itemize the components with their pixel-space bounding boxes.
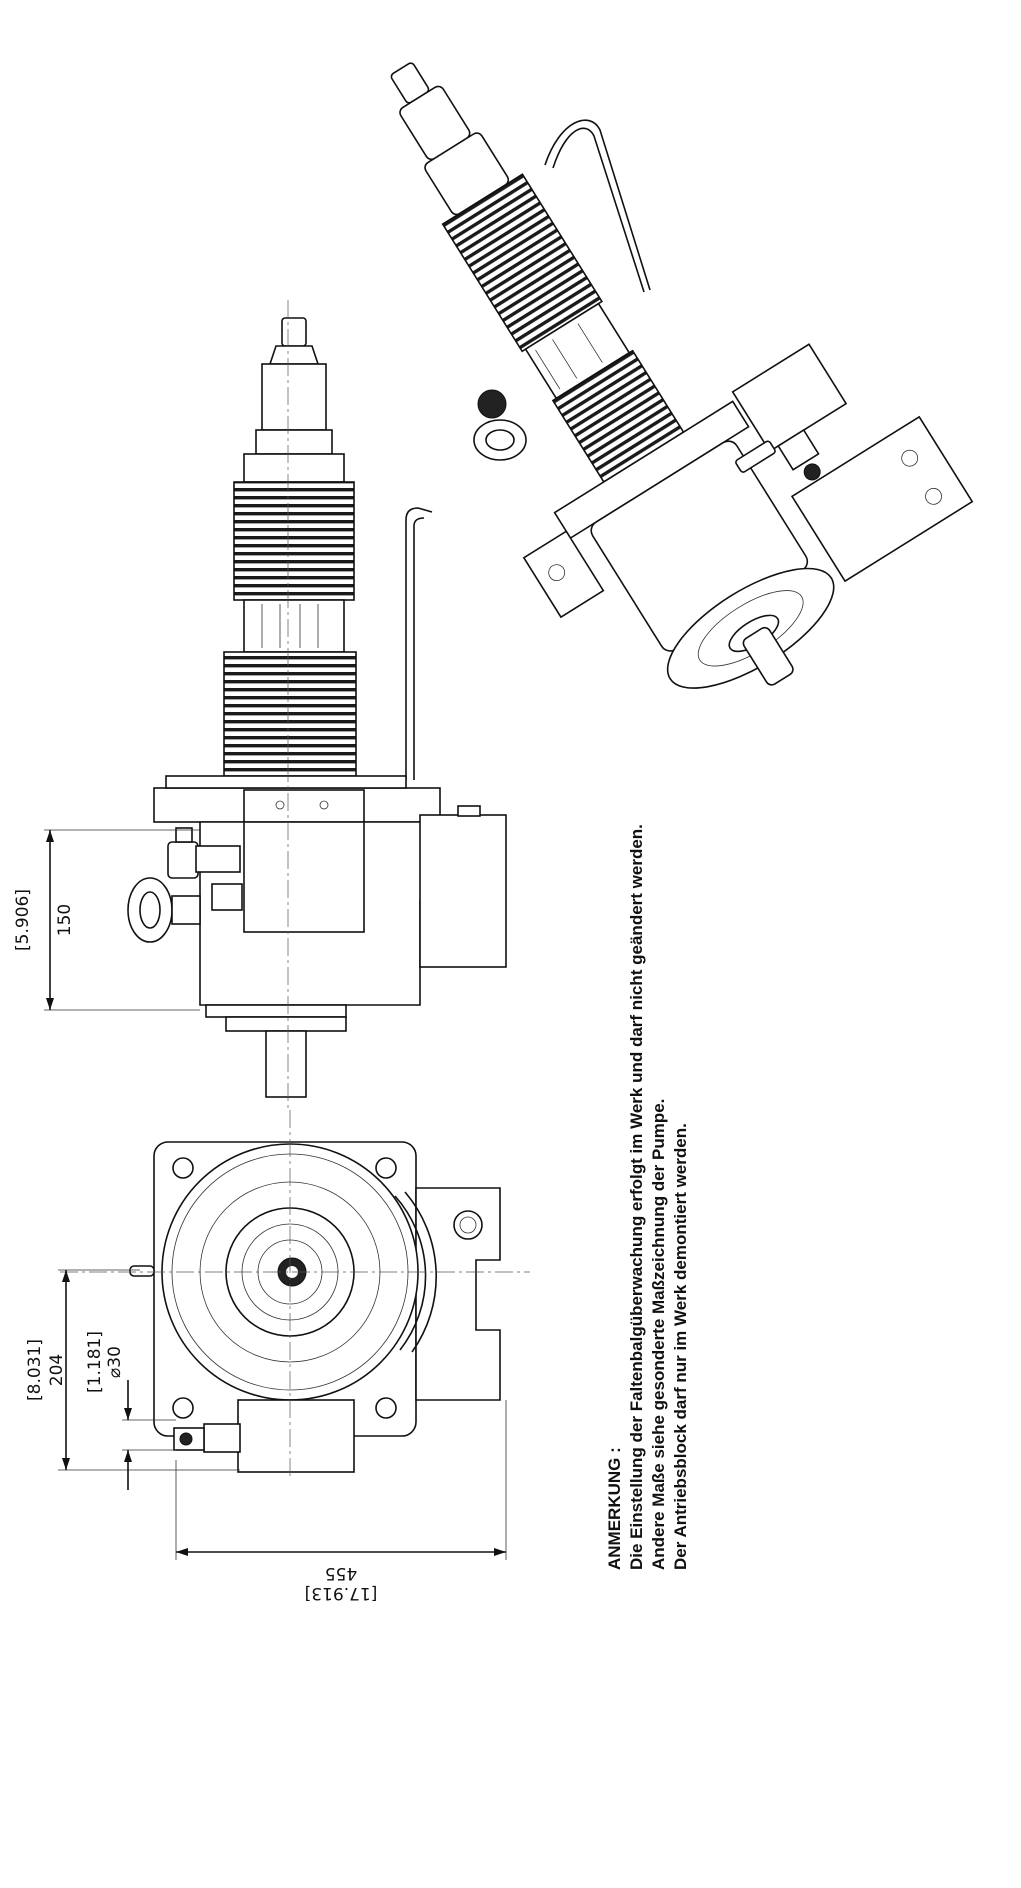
- side-bellows-upper: [233, 481, 355, 601]
- front-foot: [415, 1187, 501, 1401]
- dimension-bore-30-inch: [1.181]: [85, 1331, 105, 1393]
- side-shaft-tip: [281, 317, 307, 347]
- side-drive-shaft: [265, 1030, 307, 1098]
- side-foot-housing: [419, 814, 507, 968]
- side-bellows-lower: [223, 651, 357, 777]
- dimension-204-mm: 204: [47, 1354, 67, 1386]
- note-line-2: Andere Maße siehe gesonderte Maßzeichnun…: [649, 1099, 668, 1570]
- side-view: 150 [5.906]: [13, 300, 507, 1110]
- dimension-bore-30-mm: ⌀30: [105, 1346, 125, 1378]
- front-view: 204 [8.031] ⌀30 [1.181] 455 [17.913]: [25, 1110, 530, 1603]
- dimension-455-inch: [17.913]: [305, 1583, 378, 1603]
- side-coupling: [261, 363, 327, 431]
- dimension-150-mm: 150: [55, 904, 75, 936]
- note-heading: ANMERKUNG :: [605, 1447, 624, 1570]
- note-block: ANMERKUNG : Die Einstellung der Faltenba…: [605, 824, 690, 1570]
- dimension-204-inch: [8.031]: [25, 1339, 45, 1401]
- note-line-1: Die Einstellung der Faltenbalgüberwachun…: [627, 824, 646, 1570]
- iso-drive-shaft: [742, 626, 794, 686]
- note-line-3: Der Antriebsblock darf nur im Werk demon…: [671, 1123, 690, 1570]
- iso-sensor-box: [731, 343, 848, 453]
- dimension-150-inch: [5.906]: [13, 889, 33, 951]
- dimension-455-mm: 455: [325, 1563, 357, 1583]
- isometric-view: [390, 62, 974, 689]
- front-sensor-box: [237, 1399, 355, 1473]
